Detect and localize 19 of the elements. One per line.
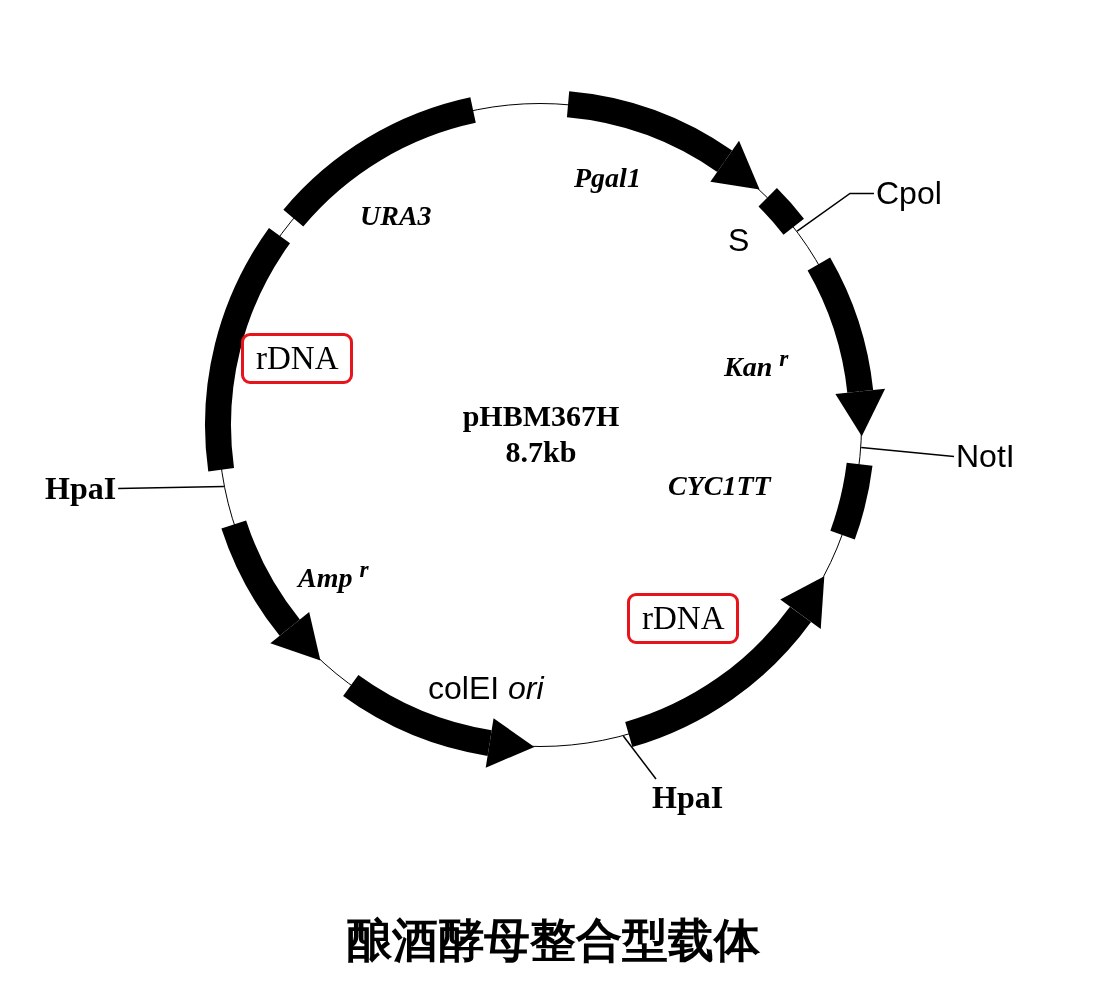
gene-label: Kan $^{r}$ <box>724 345 789 384</box>
gene-label: CYC1TT <box>668 470 771 502</box>
gene-label: Amp $^{r}$ <box>298 556 369 595</box>
leader-line <box>796 192 875 232</box>
gene-label: colEI ori <box>428 670 544 707</box>
plasmid-name: pHBM367H 8.7kb <box>461 398 621 470</box>
gene-label: URA3 <box>360 200 432 232</box>
leader-line <box>860 446 955 458</box>
restriction-site-label: NotI <box>956 438 1015 475</box>
highlight-box: rDNA <box>241 333 354 384</box>
restriction-site-label: HpaI <box>45 470 117 507</box>
leader-line <box>622 735 657 780</box>
gene-label: S <box>728 222 750 259</box>
caption: 酿酒酵母整合型载体 <box>345 912 761 969</box>
highlight-box: rDNA <box>627 593 740 644</box>
gene-label: Pgal1 <box>574 162 641 194</box>
leader-line <box>117 485 225 490</box>
restriction-site-label: HpaI <box>652 779 724 816</box>
restriction-site-label: Cpol <box>876 175 942 212</box>
